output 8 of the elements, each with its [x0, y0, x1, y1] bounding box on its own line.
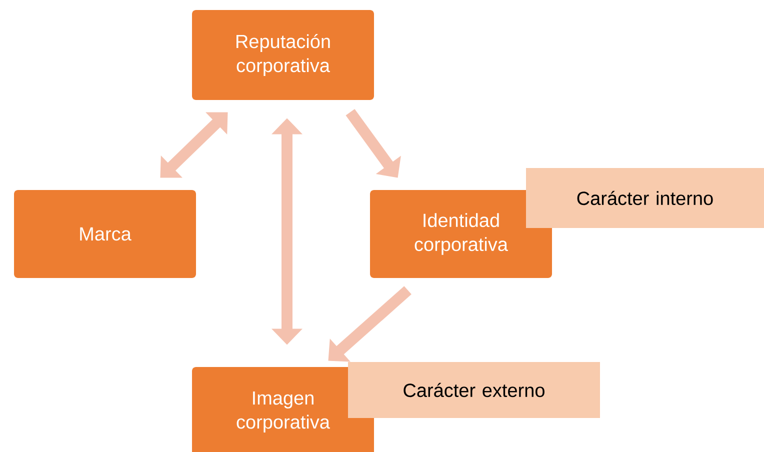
arrow — [160, 112, 228, 178]
process-box: Identidad corporativa — [370, 190, 552, 278]
process-box: Imagen corporativa — [192, 367, 374, 452]
process-box: Reputación corporativa — [192, 10, 374, 100]
process-box: Marca — [14, 190, 196, 278]
note-box: Carácter externo — [348, 362, 600, 418]
note-box: Carácter interno — [526, 168, 764, 228]
arrow — [328, 286, 412, 362]
